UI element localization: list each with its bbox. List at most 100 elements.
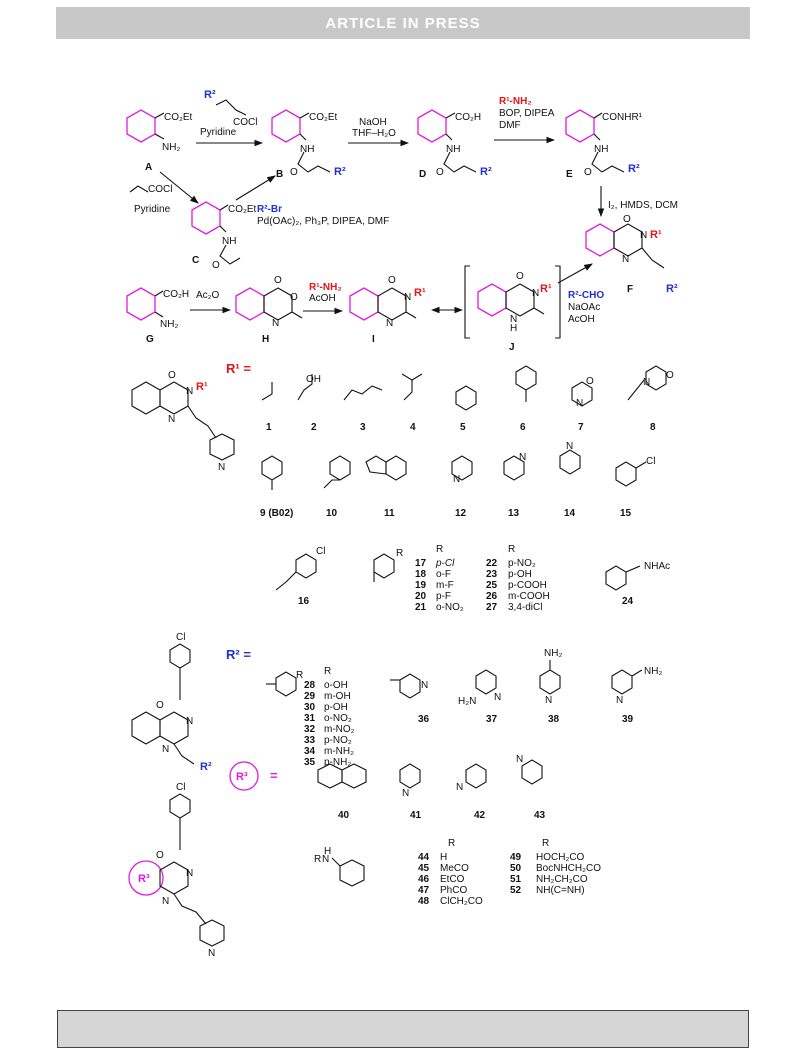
compound-C-label: C: [192, 255, 199, 266]
compound-43-label: 43: [534, 810, 546, 821]
entry-number: 48: [418, 896, 430, 907]
entry-value: p-NO₂: [324, 735, 352, 746]
n-atom: N: [162, 896, 169, 907]
n-atom: N: [494, 692, 501, 703]
r1-section-header: R¹ =: [226, 361, 251, 376]
entry-value: H: [440, 852, 447, 863]
r1-amine-reagent: R¹-NH₂: [309, 282, 342, 293]
n-atom: N: [218, 462, 225, 473]
compound-13-label: 13: [508, 508, 520, 519]
n-atom: N: [208, 948, 215, 959]
entry-number: 23: [486, 569, 498, 580]
article-banner: ARTICLE IN PRESS: [56, 7, 750, 39]
r3-header-ring: [229, 761, 259, 791]
n-atom: N: [456, 782, 463, 793]
compound-J-label: J: [509, 342, 515, 353]
o-atom: O: [584, 167, 592, 178]
r-substituent: R: [296, 670, 303, 681]
entry-value: HOCH₂CO: [536, 852, 585, 863]
compound-40-label: 40: [338, 810, 350, 821]
o-atom: O: [290, 292, 298, 303]
o-atom: O: [290, 167, 298, 178]
entry-value: o-NO₂: [436, 602, 464, 613]
entry-value: ClCH₂CO: [440, 896, 483, 907]
compound-7-label: 7: [578, 422, 584, 433]
bop-dipea-reagent: BOP, DIPEA: [499, 108, 555, 119]
nhac-group: NHAc: [644, 561, 670, 572]
nh2-group: NH₂: [162, 142, 180, 153]
n-atom: N: [272, 318, 279, 329]
entry-value: 3,4-diCl: [508, 602, 542, 613]
r2-pyridyl-sketches: [390, 660, 643, 699]
n-atom: N: [519, 452, 526, 463]
n-atom: N: [421, 680, 428, 691]
nh2-group: NH₂: [160, 319, 178, 330]
compound-15-label: 15: [620, 508, 632, 519]
n-atom: N: [516, 754, 523, 765]
r1-label: R¹: [650, 229, 662, 241]
entry-number: 46: [418, 874, 430, 885]
footer-box: [57, 1010, 749, 1048]
n-atom: N: [404, 292, 411, 303]
compound-39-label: 39: [622, 714, 634, 725]
entry-value: p-NH₂: [324, 757, 351, 768]
o-atom: O: [388, 275, 396, 286]
entry-value: p-Cl: [435, 558, 455, 569]
compound-37-label: 37: [486, 714, 498, 725]
nh-group: NH: [446, 144, 460, 155]
entry-value: m-NH₂: [324, 746, 354, 757]
n-atom: N: [402, 788, 409, 799]
compound-41-label: 41: [410, 810, 422, 821]
o-atom: O: [274, 275, 282, 286]
entry-number: 50: [510, 863, 522, 874]
compound-10-label: 10: [326, 508, 338, 519]
compound-24-label: 24: [622, 596, 634, 607]
o-atom: O: [168, 370, 176, 381]
r-substituent: R: [396, 548, 403, 559]
cl-atom: Cl: [646, 456, 655, 467]
r3-aniline-sketch: [331, 857, 365, 887]
entry-value: NH(C=NH): [536, 885, 585, 896]
n-atom: N: [643, 377, 650, 388]
o-atom: O: [516, 271, 524, 282]
r2-aldehyde-reagent: R²-CHO: [568, 290, 604, 301]
n-atom: N: [640, 230, 647, 241]
o-atom: O: [212, 260, 220, 271]
n-atom: N: [186, 716, 193, 727]
r2-label: R²: [204, 89, 216, 101]
entry-value: p-OH: [508, 569, 532, 580]
co2h-group: CO₂H: [163, 289, 189, 300]
bracket-right: [555, 265, 561, 339]
n-atom: N: [510, 314, 517, 325]
o-atom: O: [436, 167, 444, 178]
cl-atom: Cl: [176, 632, 185, 643]
entry-number: 18: [415, 569, 427, 580]
r2-label: R²: [334, 166, 346, 178]
entry-value: o-NO₂: [324, 713, 352, 724]
entry-value: m-NO₂: [324, 724, 355, 735]
compound-16-label: 16: [298, 596, 310, 607]
naoh-reagent: NaOH: [359, 117, 387, 128]
entry-number: 25: [486, 580, 498, 591]
n-atom: N: [162, 744, 169, 755]
entry-number: 17: [415, 558, 427, 569]
bracket-left: [464, 265, 470, 339]
r3-fused-sketches: [317, 759, 543, 789]
r3-table-b: 49 HOCH₂CO 50 BocNHCH₂CO 51 NH₂CH₂CO 52 …: [510, 852, 601, 896]
entry-number: 52: [510, 885, 522, 896]
entry-number: 21: [415, 602, 427, 613]
naoac-reagent: NaOAc: [568, 302, 600, 313]
h-atom: H: [510, 323, 517, 334]
n-atom: N: [616, 695, 623, 706]
r1-substituent-sketches: [261, 365, 667, 411]
compound-8-label: 8: [650, 422, 656, 433]
compound-H-label: H: [262, 334, 269, 345]
compound-14-label: 14: [564, 508, 576, 519]
compound-9-label: 9 (B02): [260, 508, 293, 519]
table-header-r: R: [542, 838, 549, 849]
compound-4-label: 4: [410, 422, 416, 433]
entry-number: 49: [510, 852, 522, 863]
acoh-reagent: AcOH: [568, 314, 595, 325]
compound-I-structure: [349, 287, 417, 321]
